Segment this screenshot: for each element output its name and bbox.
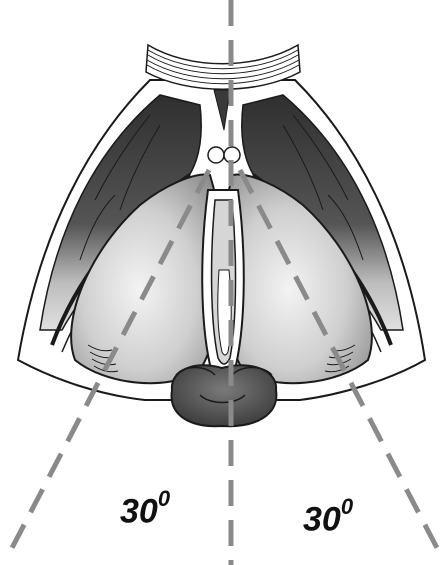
right-angle-degree: 0 (341, 494, 353, 519)
left-angle-label: 300 (120, 492, 170, 528)
left-circle (208, 147, 224, 163)
left-angle-degree: 0 (158, 486, 170, 511)
left-angle-value: 30 (120, 492, 158, 530)
right-angle-value: 30 (303, 500, 341, 538)
bottom-structure (172, 365, 277, 426)
right-angle-label: 300 (303, 500, 353, 536)
